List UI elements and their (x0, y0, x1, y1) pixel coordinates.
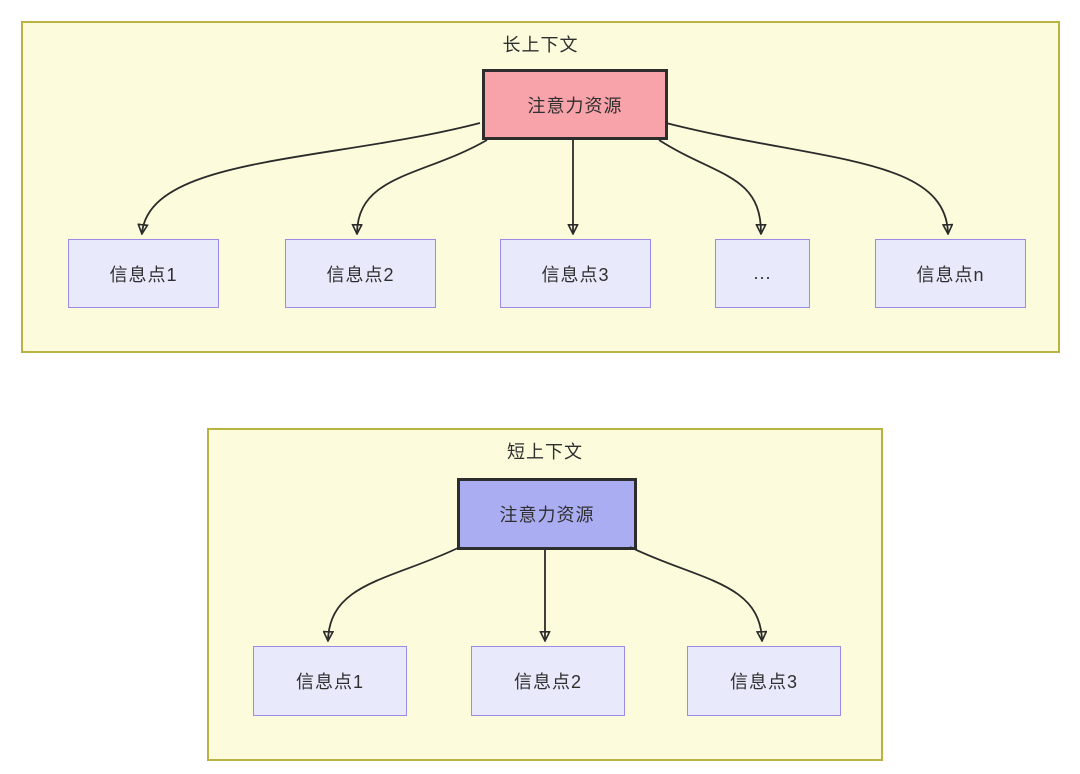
info-node-short-3: 信息点3 (687, 646, 841, 716)
info-node-long-1: 信息点1 (68, 239, 219, 308)
attention-resource-label-short: 注意力资源 (499, 505, 595, 525)
long-context-panel: 长上下文 注意力资源 信息点1 信息点2 信息点3 ... 信息点n (21, 21, 1060, 353)
info-node-label: 信息点2 (513, 672, 582, 692)
info-node-long-2: 信息点2 (285, 239, 436, 308)
info-node-label: 信息点1 (109, 264, 178, 285)
short-context-panel: 短上下文 注意力资源 信息点1 信息点2 信息点3 (207, 428, 883, 761)
attention-resource-box-long: 注意力资源 (482, 69, 668, 140)
info-node-label: 信息点1 (295, 672, 364, 692)
info-node-label: 信息点2 (326, 264, 395, 285)
attention-resource-box-short: 注意力资源 (457, 478, 637, 550)
info-node-short-2: 信息点2 (471, 646, 625, 716)
info-node-long-n: 信息点n (875, 239, 1026, 308)
info-node-label: ... (753, 263, 772, 283)
info-node-label: 信息点3 (541, 264, 610, 285)
info-node-long-3: 信息点3 (500, 239, 651, 308)
info-node-label: 信息点3 (729, 672, 798, 692)
short-context-title: 短上下文 (507, 442, 583, 462)
long-context-title: 长上下文 (502, 35, 579, 55)
info-node-short-1: 信息点1 (253, 646, 407, 716)
info-node-long-ellipsis: ... (715, 239, 810, 308)
attention-resource-label-long: 注意力资源 (527, 95, 623, 116)
info-node-label: 信息点n (916, 264, 985, 285)
